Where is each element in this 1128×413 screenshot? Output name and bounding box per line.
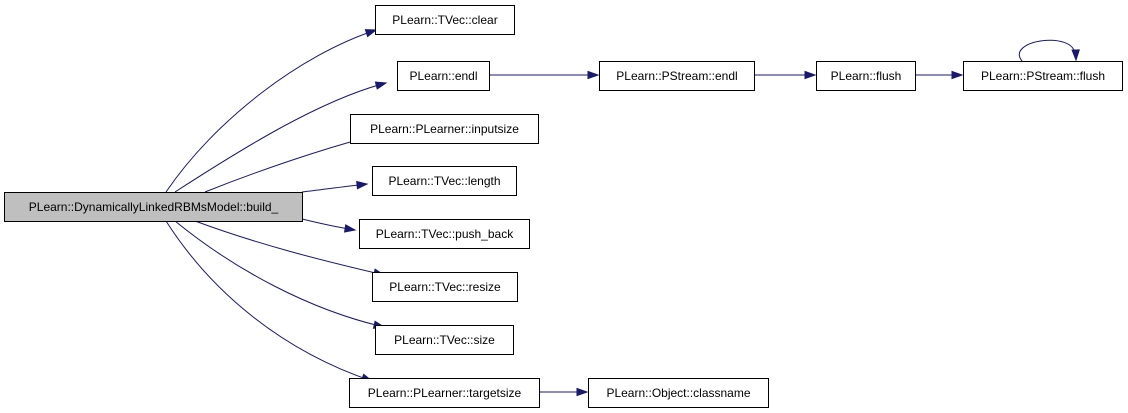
node-box[interactable] (375, 325, 514, 355)
edge-build-to-clear (165, 29, 378, 193)
node-box[interactable] (359, 219, 530, 249)
edge-line (204, 136, 369, 193)
node-label[interactable]: PLearn::PStream::endl (616, 69, 737, 83)
node-label[interactable]: PLearn::Object::classname (606, 386, 750, 400)
node-targetsize[interactable]: PLearn::PLearner::targetsize (349, 378, 540, 408)
edge-line (174, 82, 387, 193)
arrowhead-icon (364, 29, 378, 38)
edge-build-to-length (301, 180, 369, 193)
node-box[interactable] (963, 61, 1123, 91)
node-pstream-endl[interactable]: PLearn::PStream::endl (599, 61, 755, 91)
edge-build-to-inputsize (204, 135, 370, 193)
edge-line (194, 220, 385, 276)
node-label[interactable]: PLearn::PLearner::targetsize (368, 386, 522, 400)
node-endl[interactable]: PLearn::endl (397, 61, 490, 91)
node-box[interactable] (588, 378, 769, 408)
node-resize[interactable]: PLearn::TVec::resize (372, 272, 518, 302)
edge-build-to-endl (174, 81, 388, 193)
node-label[interactable]: PLearn::PStream::flush (981, 69, 1105, 83)
node-box[interactable] (375, 5, 515, 35)
node-box[interactable] (349, 378, 540, 408)
node-length[interactable]: PLearn::TVec::length (372, 166, 517, 196)
edge-build-to-resize (194, 220, 386, 277)
node-label[interactable]: PLearn::TVec::clear (392, 13, 497, 27)
node-label[interactable]: PLearn::TVec::resize (389, 280, 501, 294)
node-label[interactable]: PLearn::DynamicallyLinkedRBMsModel::buil… (29, 200, 279, 214)
edge-endl-to-pstream_endl (489, 70, 600, 80)
arrowhead-icon (1071, 49, 1080, 62)
node-label[interactable]: PLearn::flush (831, 69, 902, 83)
edge-targetsize-to-classname (539, 387, 589, 397)
edge-pstream_flush-to-pstream_flush (1018, 39, 1080, 62)
node-build[interactable]: PLearn::DynamicallyLinkedRBMsModel::buil… (4, 192, 303, 222)
arrowhead-icon (951, 70, 964, 80)
edge-line (1018, 39, 1076, 62)
node-clear[interactable]: PLearn::TVec::clear (375, 5, 515, 35)
node-push-back[interactable]: PLearn::TVec::push_back (359, 219, 530, 249)
edge-line (174, 220, 385, 328)
arrowhead-icon (343, 224, 357, 233)
arrowhead-icon (804, 70, 817, 80)
arrowhead-icon (587, 70, 600, 80)
node-box[interactable] (4, 192, 303, 222)
arrowhead-icon (576, 387, 589, 397)
edge-line (165, 29, 377, 193)
node-box[interactable] (816, 61, 916, 91)
edge-line (165, 220, 373, 382)
node-box[interactable] (350, 114, 539, 144)
edge-flush-to-pstream_flush (915, 70, 964, 80)
edge-build-to-size (174, 220, 386, 329)
edge-build-to-push_back (301, 218, 357, 233)
node-box[interactable] (599, 61, 755, 91)
node-box[interactable] (372, 166, 517, 196)
node-size[interactable]: PLearn::TVec::size (375, 325, 514, 355)
edge-pstream_endl-to-flush (754, 70, 817, 80)
node-box[interactable] (372, 272, 518, 302)
node-label[interactable]: PLearn::TVec::length (388, 174, 500, 188)
node-label[interactable]: PLearn::PLearner::inputsize (370, 122, 519, 136)
node-flush[interactable]: PLearn::flush (816, 61, 916, 91)
arrowhead-icon (374, 81, 388, 90)
node-label[interactable]: PLearn::TVec::push_back (376, 227, 514, 241)
node-inputsize[interactable]: PLearn::PLearner::inputsize (350, 114, 539, 144)
node-label[interactable]: PLearn::endl (409, 69, 477, 83)
node-label[interactable]: PLearn::TVec::size (394, 333, 495, 347)
node-pstream-flush[interactable]: PLearn::PStream::flush (963, 61, 1123, 91)
node-box[interactable] (397, 61, 490, 91)
arrowhead-icon (356, 180, 369, 190)
node-classname[interactable]: PLearn::Object::classname (588, 378, 769, 408)
